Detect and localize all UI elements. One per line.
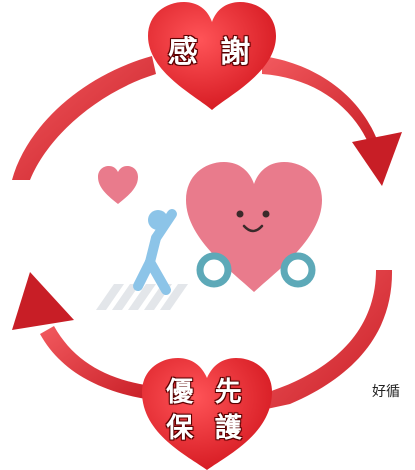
arrow-bottom-right (262, 270, 393, 410)
wheel-right (280, 252, 316, 288)
heart-top (148, 2, 276, 110)
smile-face-icon (236, 210, 270, 233)
arrow-top-right (262, 56, 402, 186)
small-heart-icon (98, 166, 138, 204)
arrow-top-left (12, 56, 156, 180)
wheel-left (196, 252, 232, 288)
center-illustration (93, 150, 335, 322)
cycle-caption: 好循 (372, 384, 400, 400)
heart-bottom-label-line1: 優 先 (166, 377, 248, 408)
heart-bottom-label-line2: 保 護 (166, 413, 248, 444)
pedestrian-icon (133, 209, 177, 295)
heart-top-label: 感 謝 (167, 35, 257, 70)
arrow-bottom-left (12, 272, 152, 400)
heart-bottom (142, 358, 272, 470)
